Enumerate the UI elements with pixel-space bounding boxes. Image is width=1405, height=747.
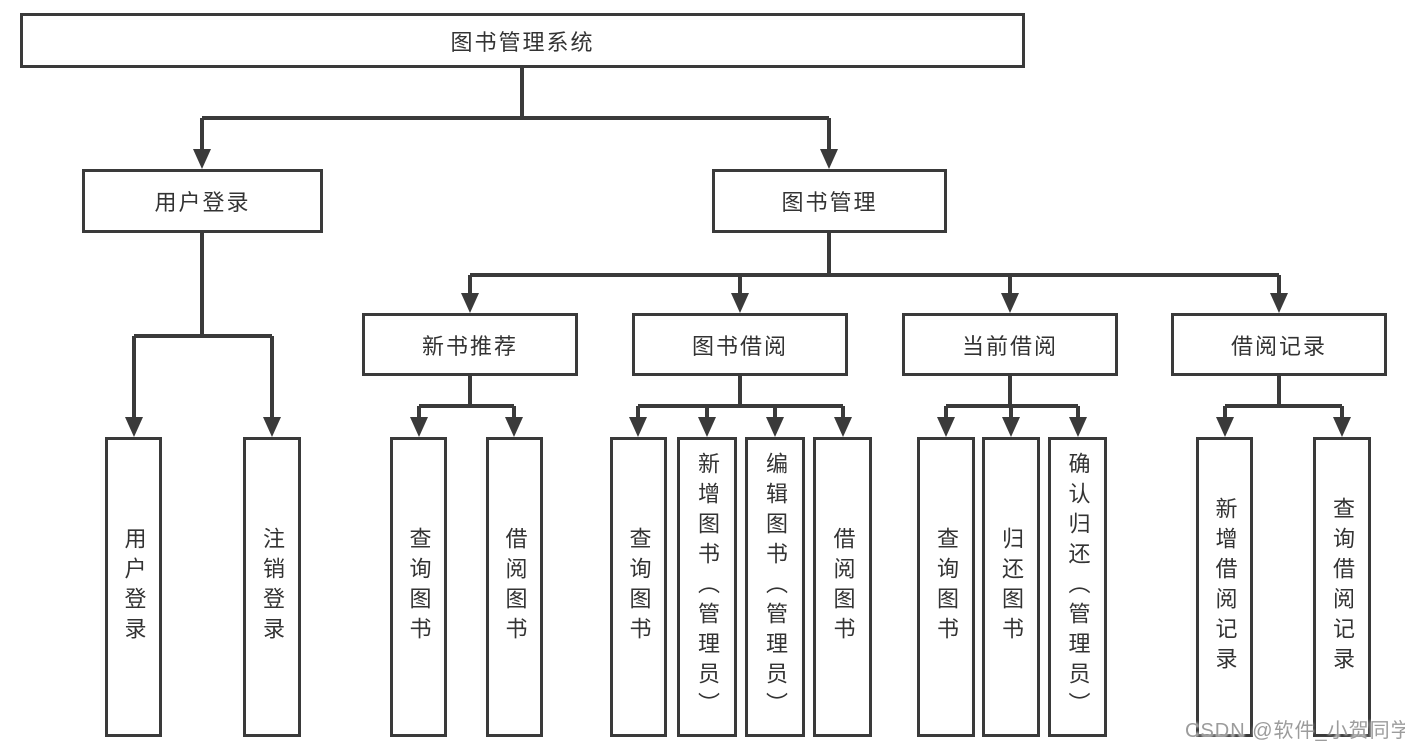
leaf-records-add-record: 新增借阅记录 (1196, 437, 1253, 737)
node-new-book-recommend: 新书推荐 (362, 313, 578, 376)
leaf-recommend-query-books: 查询图书 (390, 437, 447, 737)
leaf-borrowing-edit-books-admin: 编辑图书（管理员） (745, 437, 805, 737)
leaf-user-login: 用户登录 (105, 437, 162, 737)
node-book-management-label: 图书管理 (781, 190, 878, 215)
node-user-login: 用户登录 (82, 169, 323, 233)
node-borrowing-records-label: 借阅记录 (1230, 333, 1327, 359)
node-root: 图书管理系统 (20, 13, 1025, 68)
node-current-borrowing: 当前借阅 (902, 313, 1118, 376)
leaf-current-query-books-label: 查询图书 (934, 527, 959, 647)
connector-user-login-to-leaves (132, 233, 274, 419)
connector-book-borrowing-to-leaves (636, 376, 845, 419)
connector-root-to-level2 (200, 68, 831, 151)
leaf-recommend-query-books-label: 查询图书 (406, 527, 432, 647)
leaf-borrowing-edit-books-admin-label: 编辑图书（管理员） (763, 452, 788, 722)
leaf-borrowing-query-books: 查询图书 (610, 437, 667, 737)
leaf-records-query-record: 查询借阅记录 (1313, 437, 1371, 737)
arrowheads (125, 149, 1351, 437)
leaf-recommend-borrow-books-label: 借阅图书 (502, 527, 528, 647)
node-book-borrowing: 图书借阅 (632, 313, 848, 376)
leaf-borrowing-add-books-admin-label: 新增图书（管理员） (695, 452, 720, 722)
leaf-current-confirm-return-admin-label: 确认归还（管理员） (1065, 452, 1091, 722)
leaf-borrowing-add-books-admin: 新增图书（管理员） (677, 437, 737, 737)
node-root-label: 图书管理系统 (450, 29, 595, 55)
connector-new-book-recommend-to-leaves (417, 376, 516, 419)
leaf-logout-login: 注销登录 (243, 437, 301, 737)
node-book-management: 图书管理 (712, 169, 947, 233)
leaf-borrowing-borrow-books: 借阅图书 (813, 437, 872, 737)
leaf-current-query-books: 查询图书 (917, 437, 975, 737)
connector-borrowing-records-to-leaves (1223, 376, 1344, 419)
node-borrowing-records: 借阅记录 (1171, 313, 1387, 376)
leaf-logout-login-label: 注销登录 (260, 527, 285, 647)
leaf-records-query-record-label: 查询借阅记录 (1330, 497, 1355, 677)
connector-book-management-to-level3 (468, 233, 1281, 295)
leaf-current-confirm-return-admin: 确认归还（管理员） (1048, 437, 1107, 737)
connector-current-borrowing-to-leaves (944, 376, 1080, 419)
node-current-borrowing-label: 当前借阅 (961, 333, 1058, 359)
leaf-borrowing-query-books-label: 查询图书 (626, 527, 652, 647)
leaf-current-return-books: 归还图书 (982, 437, 1040, 737)
node-user-login-label: 用户登录 (154, 190, 251, 215)
leaf-borrowing-borrow-books-label: 借阅图书 (830, 527, 856, 647)
node-book-borrowing-label: 图书借阅 (691, 333, 788, 359)
leaf-current-return-books-label: 归还图书 (999, 527, 1024, 647)
leaf-user-login-label: 用户登录 (121, 527, 147, 647)
node-new-book-recommend-label: 新书推荐 (421, 333, 518, 359)
watermark: CSDN @软件_小贺同学 (1185, 720, 1405, 742)
leaf-recommend-borrow-books: 借阅图书 (486, 437, 543, 737)
leaf-records-add-record-label: 新增借阅记录 (1212, 497, 1238, 677)
